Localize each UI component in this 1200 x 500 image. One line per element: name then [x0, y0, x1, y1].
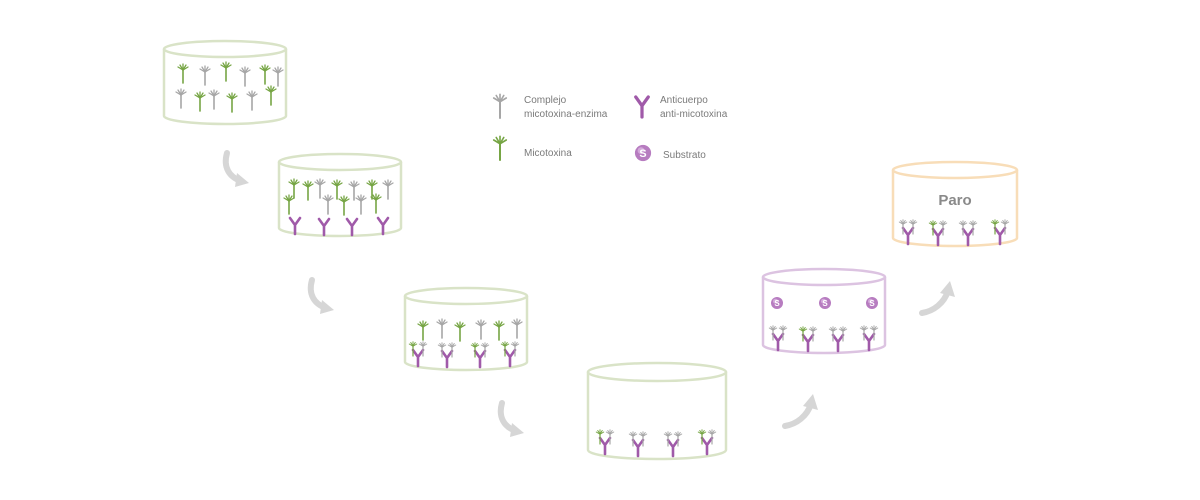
well-3 — [403, 286, 529, 372]
curved-arrow-icon — [785, 394, 818, 426]
curved-arrow-icon — [226, 153, 249, 187]
substrate-symbol: S — [639, 148, 646, 160]
legend-antibody-label-line1: Anticuerpo — [660, 95, 708, 106]
curved-arrow-icon — [922, 281, 955, 313]
stop-label: Paro — [938, 192, 971, 209]
legend-substrate-label: Substrato — [663, 150, 706, 161]
well-4 — [586, 361, 728, 461]
legend: Complejo micotoxina-enzima Micotoxina An… — [492, 93, 728, 162]
legend-mycotoxin-label: Micotoxina — [524, 148, 572, 159]
well-2 — [277, 152, 403, 238]
well-6: Paro — [891, 160, 1019, 248]
curved-arrow-icon — [311, 280, 334, 314]
well-1 — [162, 39, 288, 126]
mycotoxin-icon — [492, 135, 508, 161]
complex-icon — [492, 93, 508, 119]
legend-complex-label-line2: micotoxina-enzima — [524, 109, 608, 120]
curved-arrow-icon — [501, 403, 524, 437]
well-5 — [761, 267, 887, 355]
substrate-icon: S — [634, 144, 652, 162]
substrate-icon — [771, 297, 783, 309]
legend-complex-label-line1: Complejo — [524, 95, 567, 106]
substrate-icon — [819, 297, 831, 309]
antibody-icon — [634, 95, 650, 119]
substrate-icon — [866, 297, 878, 309]
legend-antibody-label-line2: anti-micotoxina — [660, 109, 728, 120]
